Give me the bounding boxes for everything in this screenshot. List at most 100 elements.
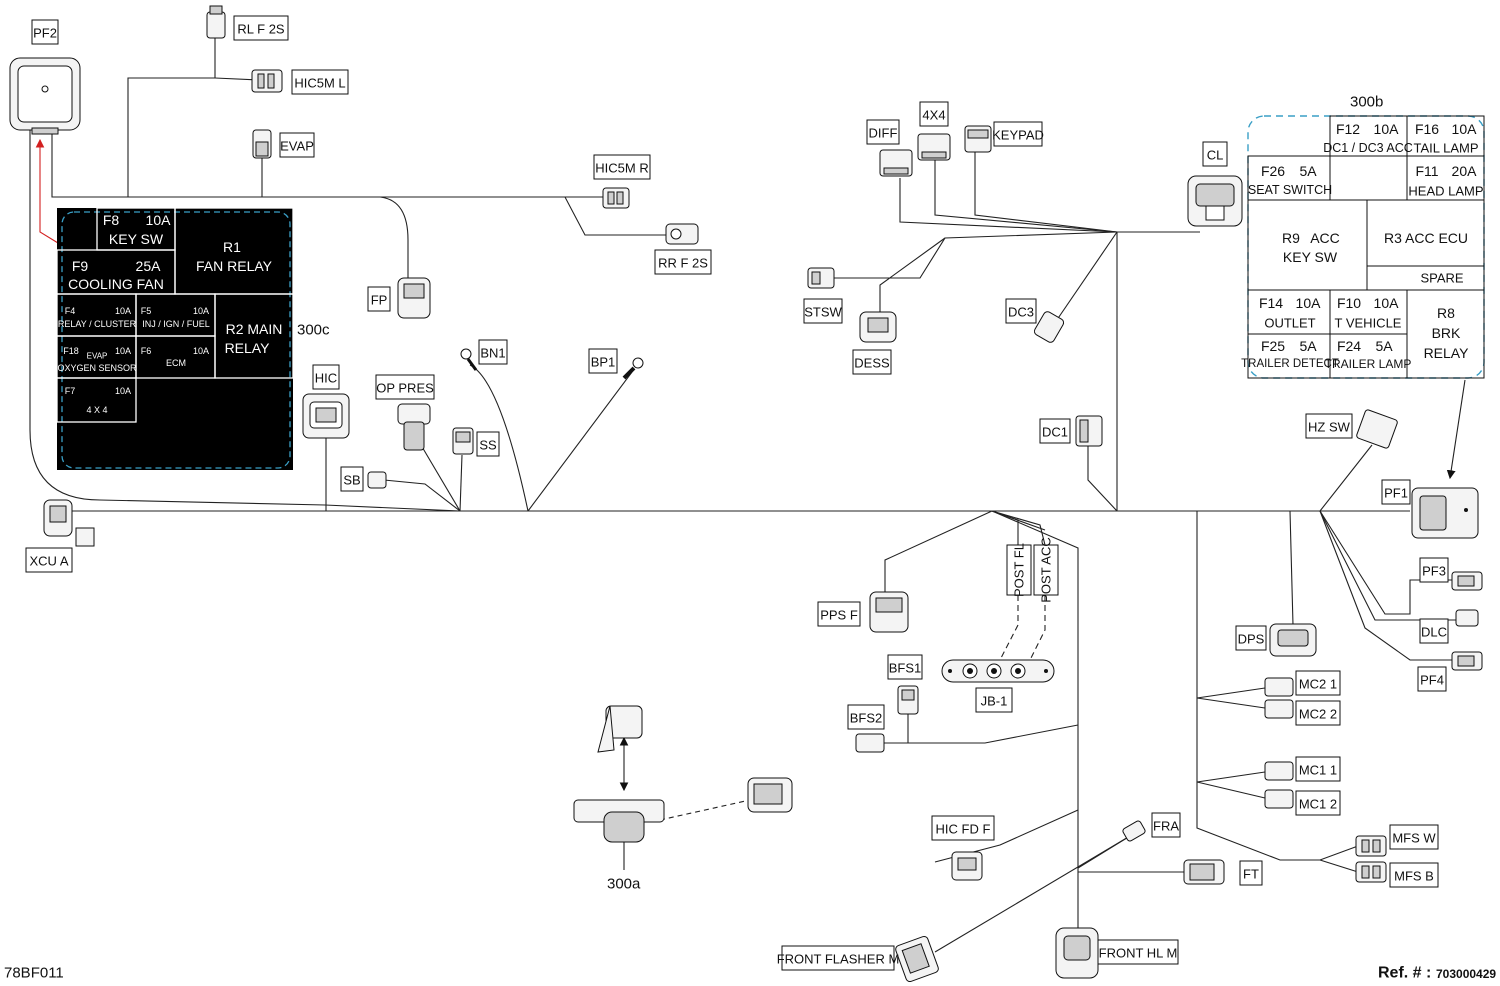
fb-f10-name: T VEHICLE	[1335, 316, 1402, 331]
label-text-bfs2: BFS2	[850, 711, 883, 726]
label-text-bp1: BP1	[591, 355, 616, 370]
pf2-connector	[9, 57, 81, 135]
label-dc3: DC3	[1005, 298, 1037, 324]
fb-f16-amp: 10A	[1452, 121, 1478, 137]
fb-f12-amp: 10A	[1374, 121, 1400, 137]
pps-f-connector	[869, 591, 909, 633]
pdc-r2: R2 MAIN	[226, 321, 283, 337]
fb-f11-name: HEAD LAMP	[1408, 184, 1483, 199]
label-text-hic: HIC	[315, 371, 337, 386]
label-text-mc2-2: MC2 2	[1299, 707, 1337, 722]
hic-connector	[302, 393, 350, 439]
fb-f11: F11	[1415, 163, 1438, 179]
pdc-f18: F18	[63, 346, 79, 356]
fb-f14: F14	[1259, 295, 1283, 311]
bfs1-connector	[897, 685, 919, 715]
label-text-ss: SS	[479, 438, 497, 453]
label-box	[291, 69, 349, 95]
label-cl: CL	[1202, 141, 1228, 167]
label-box	[1419, 618, 1449, 644]
label-text-mfs-w: MFS W	[1392, 831, 1436, 846]
label-text-hic5m-r: HIC5M R	[595, 161, 648, 176]
label-text-keypad: KEYPAD	[992, 128, 1044, 143]
label-box	[993, 121, 1043, 147]
pdc-f9-name: COOLING FAN	[68, 276, 164, 292]
dc1-socket	[1075, 415, 1103, 447]
pdc-f18-amp: 10A	[115, 346, 131, 356]
fb-r9-sub: ACC	[1310, 230, 1340, 246]
pdc-f5-amp: 10A	[193, 306, 209, 316]
label-box	[866, 119, 900, 145]
label-diff: DIFF	[866, 119, 900, 145]
label-text-bfs1: BFS1	[889, 661, 922, 676]
pf4-connector	[1451, 651, 1483, 671]
pdc-f18-sub: EVAP	[87, 352, 108, 361]
label-text-jb1: JB-1	[981, 694, 1008, 709]
label-text-op-pres: OP PRES	[376, 381, 434, 396]
pdc-f4: F4	[65, 306, 76, 316]
callout-300a: 300a	[607, 876, 641, 893]
label-ft: FT	[1239, 860, 1263, 886]
label-post-fl: POST FL	[1006, 543, 1032, 597]
pdc-f7-name: 4 X 4	[86, 405, 107, 415]
bfs2-connector	[855, 733, 885, 753]
callout-300b: 300b	[1350, 94, 1383, 111]
label-text-xcu-a: XCU A	[29, 554, 68, 569]
label-box	[476, 431, 500, 457]
label-text-dlc: DLC	[1421, 625, 1447, 640]
label-box	[1295, 756, 1341, 782]
diff-connector	[879, 149, 913, 177]
label-pps-f: PPS F	[817, 601, 861, 627]
mc2-1-connector	[1264, 677, 1294, 697]
hz-sw-connector	[1356, 409, 1398, 449]
label-stsw: STSW	[803, 298, 843, 324]
mc1-1-connector	[1264, 761, 1294, 781]
label-mc1-1: MC1 1	[1295, 756, 1341, 782]
rl-f-2s-connector	[206, 5, 226, 39]
pdc-f5-name: INJ / IGN / FUEL	[142, 319, 210, 329]
label-text-pf1: PF1	[1384, 486, 1408, 501]
label-evap: EVAP	[279, 132, 315, 158]
label-text-mc2-1: MC2 1	[1299, 677, 1337, 692]
label-bfs2: BFS2	[847, 704, 885, 730]
keypad-connector	[964, 125, 992, 153]
fb-f25-amp: 5A	[1299, 338, 1317, 354]
hic5m-l-connector	[251, 69, 283, 93]
label-dc1: DC1	[1039, 418, 1071, 444]
fb-f12-name: DC1 / DC3 ACC	[1323, 141, 1413, 155]
label-box	[817, 601, 861, 627]
wiring-lines	[29, 35, 1466, 953]
label-box	[847, 704, 885, 730]
label-box	[931, 815, 995, 841]
label-box	[312, 364, 340, 390]
fb-f24-amp: 5A	[1375, 338, 1393, 354]
fb-f24: F24	[1337, 338, 1361, 354]
cl-connector	[1187, 175, 1243, 227]
label-text-pf4: PF4	[1420, 673, 1444, 688]
label-text-post-acc: POST ACC	[1039, 537, 1054, 603]
four-x-four-connector	[917, 133, 951, 161]
sb-connector	[367, 471, 387, 489]
pdc-f9: F9	[72, 258, 89, 274]
label-text-hz-sw: HZ SW	[1308, 420, 1351, 435]
label-mfs-w: MFS W	[1389, 824, 1439, 850]
dess-connector	[859, 311, 897, 343]
label-post-acc: POST ACC	[1033, 537, 1059, 603]
label-bfs1: BFS1	[887, 654, 923, 680]
fb-r8-l2: BRK	[1432, 325, 1461, 341]
fb-r3: R3 ACC ECU	[1384, 230, 1468, 246]
ref-label: Ref. # :	[1378, 965, 1431, 982]
label-dess: DESS	[852, 349, 892, 375]
pdc-f8: F8	[103, 212, 120, 228]
label-text-pf2: PF2	[33, 26, 57, 41]
connector-300a-assembly	[573, 705, 793, 843]
label-text-cl: CL	[1207, 148, 1224, 163]
label-text-mc1-1: MC1 1	[1299, 763, 1337, 778]
hic-fd-f-connector	[951, 851, 983, 881]
hic5m-r-connector	[602, 187, 630, 209]
label-text-mfs-b: MFS B	[1394, 869, 1434, 884]
label-ss: SS	[476, 431, 500, 457]
label-rl-f-2s: RL F 2S	[233, 15, 289, 41]
op-pres-sensor	[397, 403, 431, 451]
